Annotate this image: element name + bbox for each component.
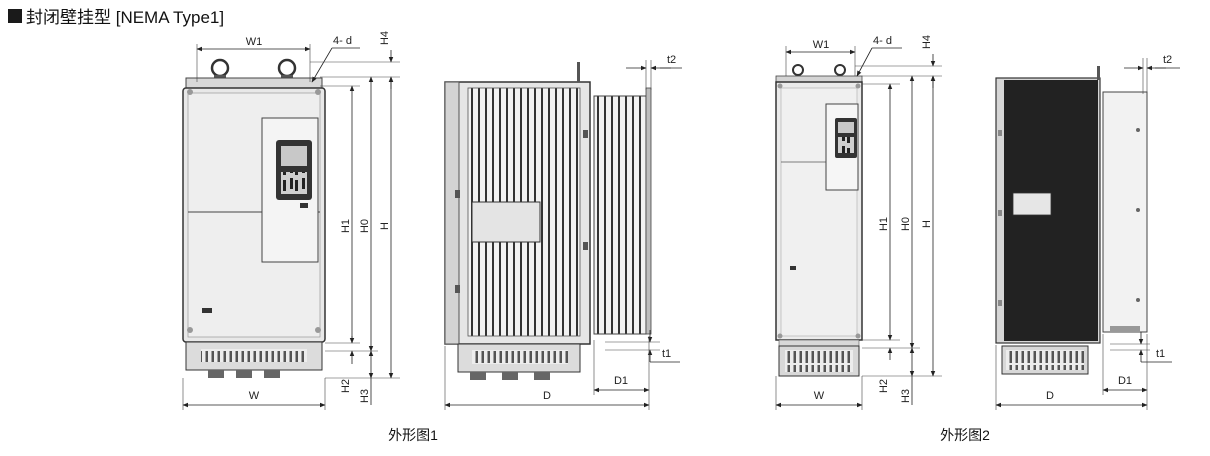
figure1-caption: 外形图1 (388, 427, 438, 443)
fig1-label-t2: t2 (667, 54, 676, 66)
fig2-label-w: W (814, 390, 825, 402)
fig2-label-t2: t2 (1163, 54, 1172, 66)
fig2-label-h3: H3 (900, 389, 912, 403)
fig2-label-h1: H1 (878, 217, 890, 231)
fig2-label-h2: H2 (878, 379, 890, 393)
fig1-label-w: W (249, 390, 260, 402)
fig2-label-h4: H4 (921, 35, 933, 49)
fig2-label-w1: W1 (813, 39, 830, 51)
fig1-label-d1: D1 (614, 375, 628, 387)
fig1-label-d: D (543, 390, 551, 402)
figure2-front-view (775, 64, 863, 377)
fig1-label-t1: t1 (662, 348, 671, 360)
fig2-label-h: H (921, 220, 933, 228)
figure1-front-view (182, 58, 326, 378)
figure1-side-view (444, 62, 652, 380)
fig2-label-d: D (1046, 390, 1054, 402)
fig2-label-4d: 4- d (873, 35, 892, 47)
fig1-label-h0: H0 (359, 219, 371, 233)
fig1-label-h1: H1 (340, 219, 352, 233)
fig1-label-w1: W1 (246, 36, 263, 48)
fig1-label-h4: H4 (379, 31, 391, 45)
fig1-label-4d: 4- d (333, 35, 352, 47)
fig2-label-h0: H0 (900, 217, 912, 231)
figure2-side-view (995, 66, 1148, 375)
figure2-caption: 外形图2 (940, 427, 990, 443)
figure2-dimensions: W1 4- d H4 H1 H0 H H2 H3 W (775, 35, 1180, 410)
figure1-dimensions: W1 4- d H4 H1 H0 H H2 H3 (182, 31, 682, 410)
page-title-text: 封闭壁挂型 [NEMA Type1] (26, 8, 225, 27)
bullet-square-icon (8, 8, 22, 23)
fig1-label-h: H (379, 222, 391, 230)
fig1-label-h2: H2 (340, 379, 352, 393)
fig2-label-t1: t1 (1156, 348, 1165, 360)
fig1-label-h3: H3 (359, 389, 371, 403)
page-title: 封闭壁挂型 [NEMA Type1] (8, 3, 224, 28)
fig2-label-d1: D1 (1118, 375, 1132, 387)
